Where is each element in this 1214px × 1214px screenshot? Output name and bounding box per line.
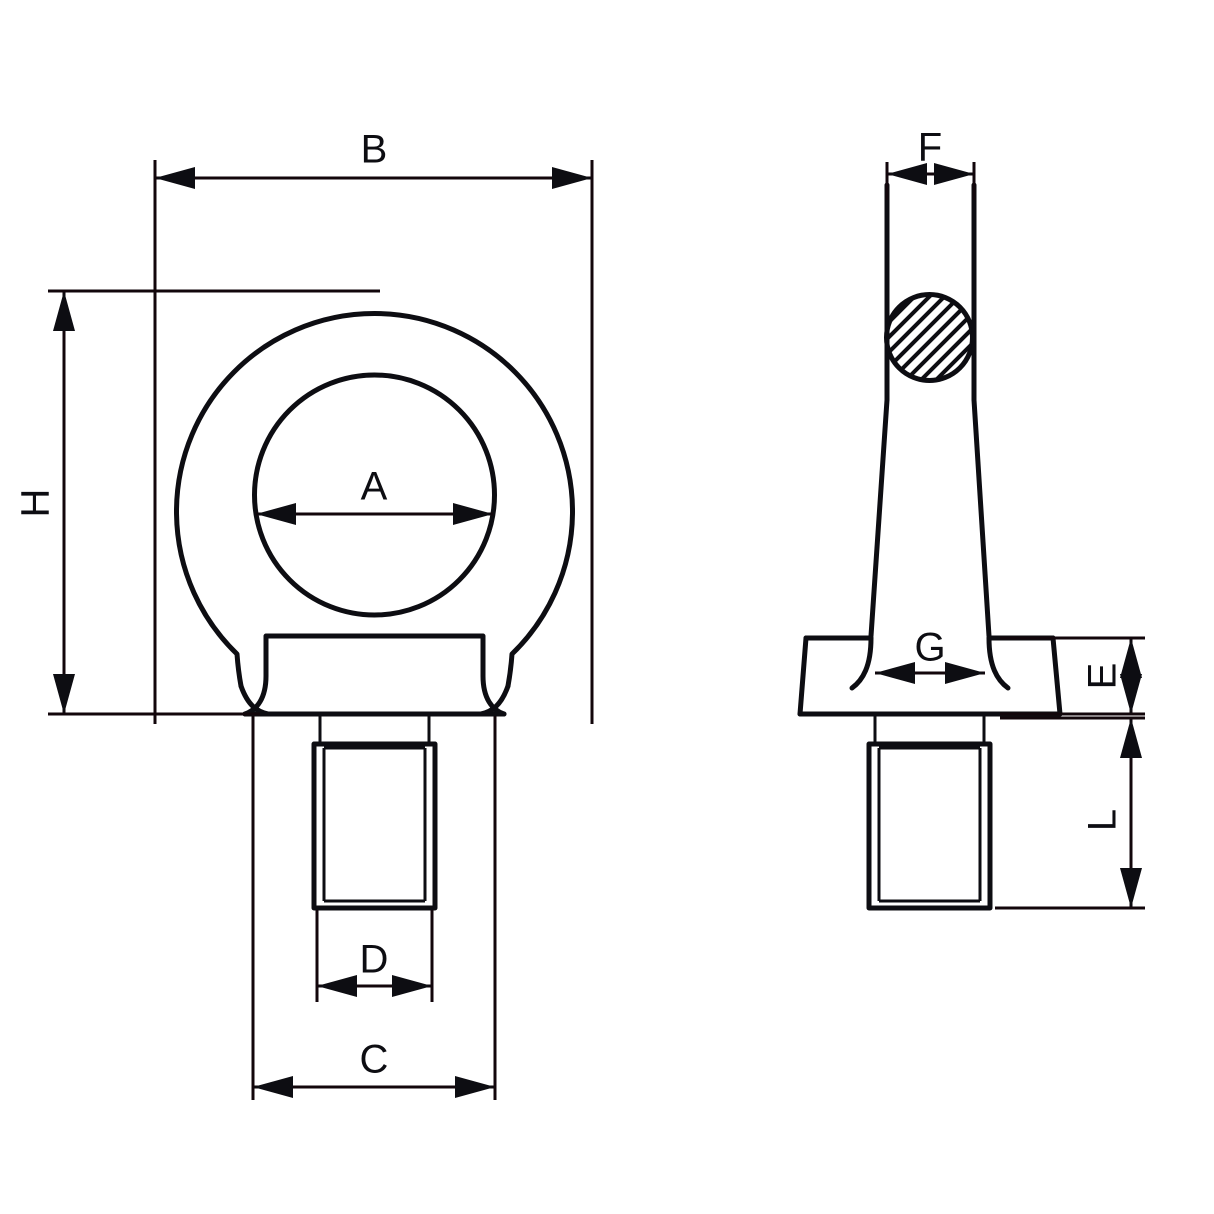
side-body-flank-right	[971, 182, 992, 639]
dimension-E: E	[1000, 636, 1145, 716]
dimension-F-label: F	[918, 126, 942, 170]
dimension-A-label: A	[361, 465, 388, 509]
dimension-A: A	[256, 465, 493, 525]
eye-ring-outer-contour	[174, 311, 575, 689]
dimension-G-arrow-left	[875, 662, 915, 684]
dimension-D: D	[315, 910, 434, 1002]
dimension-L-arrow-bottom	[1120, 868, 1142, 908]
dimension-G-arrow-right	[945, 662, 985, 684]
front-view-geometry	[174, 311, 575, 911]
dimension-L: L	[995, 716, 1145, 910]
dimension-B-label: B	[361, 128, 388, 172]
side-thread-major-diameter-outline	[866, 741, 993, 911]
dimension-B-arrow-right	[552, 167, 592, 189]
dimension-L-label: L	[1081, 809, 1125, 831]
side-view-geometry	[797, 182, 1063, 911]
dimension-B: B	[153, 128, 594, 724]
dimension-C-arrow-right	[455, 1076, 495, 1098]
dimension-E-arrow-top	[1120, 638, 1142, 678]
side-collar-right-edge	[1050, 635, 1063, 717]
dimension-G-label: G	[914, 626, 945, 670]
side-fillet-right	[986, 635, 1011, 691]
dimension-E-arrow-bottom	[1120, 674, 1142, 714]
dimension-E-label: E	[1081, 663, 1125, 690]
dimension-D-arrow-left	[317, 975, 357, 997]
dimension-B-arrow-left	[155, 167, 195, 189]
dimension-C-arrow-left	[253, 1076, 293, 1098]
dimension-D-arrow-right	[392, 975, 432, 997]
dimension-L-arrow-top	[1120, 718, 1142, 758]
ring-section-circle	[884, 292, 975, 383]
dimension-H-label: H	[14, 489, 58, 518]
dimension-H-arrow-top	[53, 291, 75, 331]
thread-major-diameter-outline	[311, 741, 438, 911]
side-fillet-left	[849, 635, 874, 691]
dimension-H-arrow-bottom	[53, 674, 75, 714]
dimension-F: F	[885, 126, 976, 200]
dimension-C: C	[251, 716, 497, 1100]
dimension-D-label: D	[360, 938, 389, 982]
side-collar-left-edge	[797, 635, 809, 717]
eye-bore-circle	[252, 372, 497, 618]
dimension-F-arrow-left	[887, 163, 927, 185]
side-body-flank-left	[868, 182, 890, 639]
dimension-A-arrow-left	[256, 503, 296, 525]
dimension-F-arrow-right	[934, 163, 974, 185]
dimension-A-arrow-right	[453, 503, 493, 525]
collar-block	[242, 633, 507, 717]
dimension-C-label: C	[360, 1038, 389, 1082]
dimension-G: G	[875, 626, 985, 684]
dimension-H: H	[14, 289, 380, 716]
